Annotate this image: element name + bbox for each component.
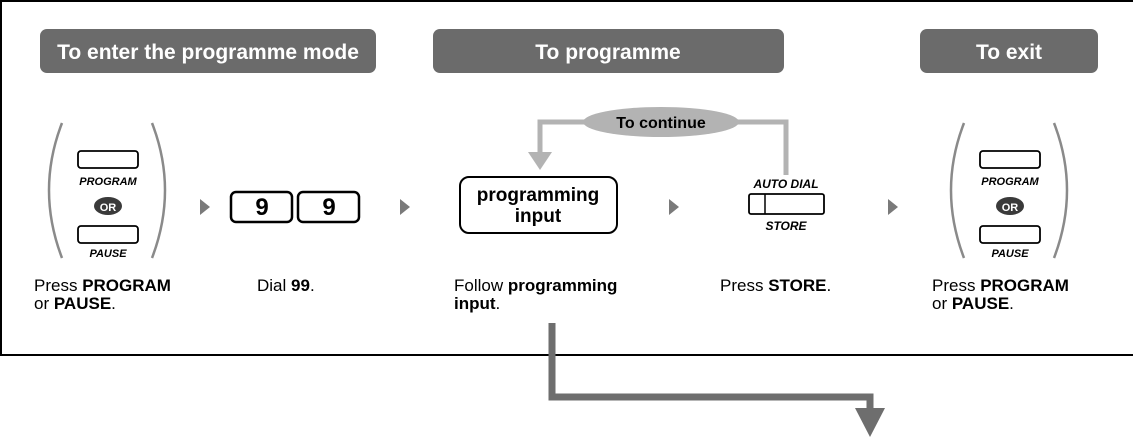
loop-arrowhead (528, 152, 552, 170)
caption-enter-prefix: Press (34, 276, 83, 295)
store-button[interactable] (748, 193, 825, 215)
dial-key-1[interactable] (229, 190, 294, 224)
caption-store-prefix: Press (720, 276, 769, 295)
program-key-exit[interactable] (979, 150, 1041, 169)
store-label: STORE (765, 219, 807, 233)
step-arrow-2 (400, 199, 410, 215)
right-paren (150, 122, 167, 259)
or-badge-exit-label: OR (1002, 202, 1019, 214)
programming-input-box: programming input (459, 176, 618, 234)
program-key-exit-label: PROGRAM (981, 176, 1039, 188)
step-arrow-1 (200, 199, 210, 215)
store-button-group: AUTO DIAL STORE (748, 177, 825, 233)
caption-enter-suffix: . (111, 294, 116, 313)
auto-dial-label: AUTO DIAL (752, 177, 818, 191)
header-exit: To exit (920, 29, 1098, 73)
pause-key[interactable] (77, 225, 139, 244)
pause-key-exit-label: PAUSE (991, 248, 1029, 260)
caption-exit-bold2: PAUSE (951, 294, 1010, 313)
caption-store-suffix: . (826, 276, 832, 295)
dial-key-2[interactable] (296, 190, 361, 224)
program-key-label: PROGRAM (79, 176, 137, 188)
header-program-text: To programme (535, 41, 680, 64)
dial-key-2-label: 9 (322, 194, 335, 221)
header-enter: To enter the programme mode (40, 29, 376, 73)
left-paren-exit (949, 122, 966, 259)
caption-store-bold: STORE (768, 276, 827, 295)
continue-pill (583, 107, 739, 137)
caption-exit-bold1: PROGRAM (980, 276, 1069, 295)
programming-input-line2: input (515, 206, 562, 227)
caption-dial-prefix: Dial (257, 276, 292, 295)
dial-keys: 9 9 (229, 190, 361, 224)
right-paren-exit (1052, 122, 1069, 259)
loop-line (537, 119, 789, 175)
caption-enter-bold1: PROGRAM (82, 276, 171, 295)
dial-key-1-label: 9 (255, 194, 268, 221)
caption-follow-prefix: Follow (454, 276, 508, 295)
caption-follow-bold2: input (454, 294, 496, 313)
exit-flow-arrowhead (855, 408, 885, 437)
programming-input-line1: programming (477, 185, 599, 206)
or-badge-label: OR (100, 202, 117, 214)
caption-follow-suffix: . (495, 294, 501, 313)
step-arrow-3 (669, 199, 679, 215)
caption-exit: Press PROGRAM or PAUSE. (932, 277, 1069, 313)
pause-key-exit[interactable] (979, 225, 1041, 244)
exit-flow-line (548, 323, 874, 410)
or-badge (94, 197, 122, 215)
caption-follow-bold1: programming (507, 276, 618, 295)
frame (0, 0, 1133, 356)
caption-dial-suffix: . (309, 276, 315, 295)
caption-exit-prefix: Press (932, 276, 981, 295)
left-paren (47, 122, 64, 259)
caption-enter-bold2: PAUSE (53, 294, 112, 313)
header-program: To programme (433, 29, 784, 73)
caption-store: Press STORE. (720, 277, 831, 295)
caption-exit-suffix: . (1009, 294, 1014, 313)
enter-key-group: PROGRAM OR PAUSE (47, 122, 167, 260)
caption-enter-mid: or (34, 294, 54, 313)
caption-dial: Dial 99. (257, 277, 315, 295)
continue-label: To continue (616, 115, 706, 132)
header-enter-text: To enter the programme mode (57, 41, 359, 64)
continue-loop: To continue (528, 107, 789, 175)
program-key[interactable] (77, 150, 139, 169)
or-badge-exit (996, 197, 1024, 215)
caption-follow: Follow programming input. (454, 277, 617, 313)
caption-exit-mid: or (932, 294, 952, 313)
step-arrow-4 (888, 199, 898, 215)
caption-dial-bold: 99 (291, 276, 310, 295)
pause-key-label: PAUSE (89, 248, 127, 260)
header-exit-text: To exit (976, 41, 1042, 64)
exit-key-group: PROGRAM OR PAUSE (949, 122, 1069, 260)
caption-enter: Press PROGRAM or PAUSE. (34, 277, 171, 313)
